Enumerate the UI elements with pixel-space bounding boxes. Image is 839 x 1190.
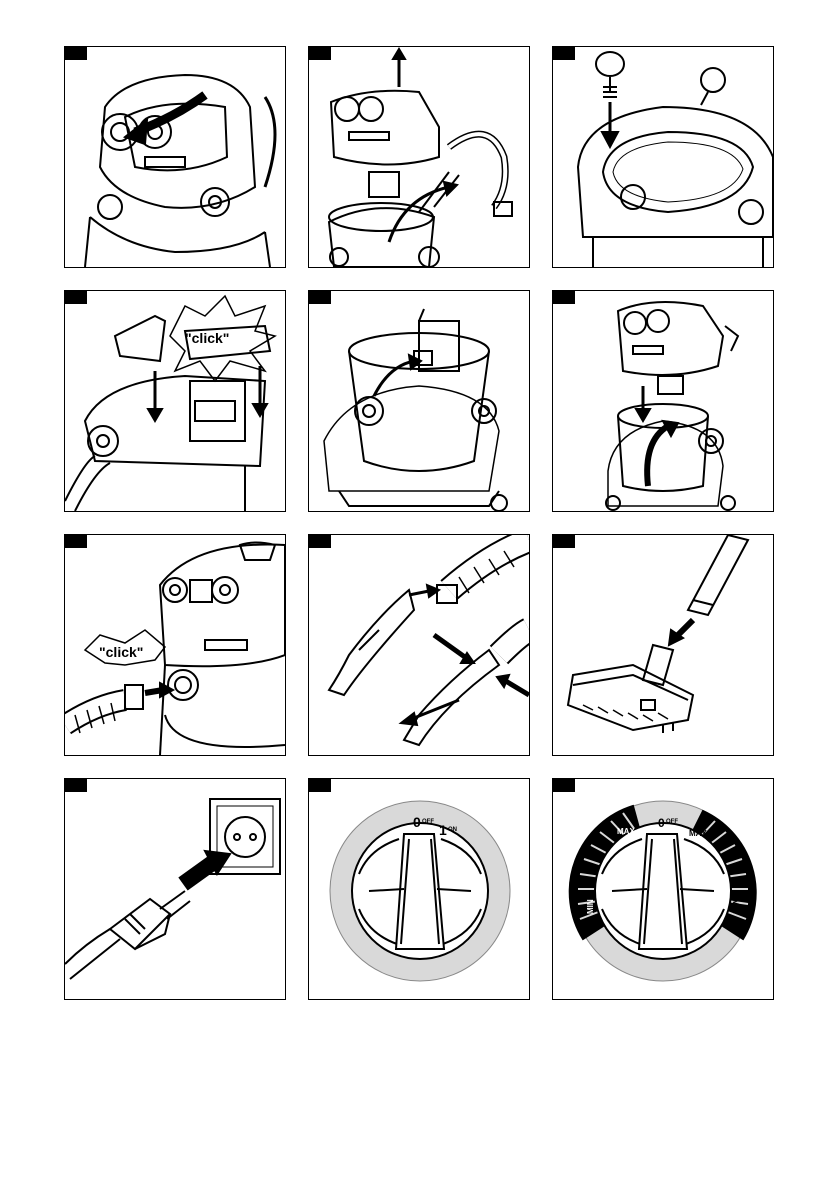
- on-word-label: ON: [448, 827, 457, 833]
- click-callout: "click": [185, 330, 229, 346]
- min-right-label: MIN: [731, 899, 740, 914]
- min-left-label: MIN: [586, 899, 595, 914]
- max-right-label: MAX: [689, 829, 707, 838]
- off-position-label: 0: [413, 814, 421, 830]
- click-callout: "click": [99, 644, 143, 660]
- floor-nozzle-icon: [553, 535, 773, 755]
- panel-attach-nozzle: [552, 534, 774, 756]
- head-mount-icon: [553, 291, 773, 511]
- panel-release-hose: [308, 534, 530, 756]
- panel-insert-filter: [308, 290, 530, 512]
- off-position-label: 0: [658, 816, 665, 830]
- panel-fit-castors: [552, 46, 774, 268]
- hose-release-icon: [309, 535, 529, 755]
- panel-plug-in: [64, 778, 286, 1000]
- panel-attach-accessory: "click": [64, 290, 286, 512]
- lift-head-icon: [309, 47, 529, 267]
- filter-insert-icon: [309, 291, 529, 511]
- panel-remove-head: [308, 46, 530, 268]
- panel-power-level: MAX 0 OFF MAX MIN MIN: [552, 778, 774, 1000]
- panel-switch-on: 0 OFF 1 ON: [308, 778, 530, 1000]
- panel-mount-head: [552, 290, 774, 512]
- castor-insert-icon: [553, 47, 773, 267]
- panel-open-lid: [64, 46, 286, 268]
- max-left-label: MAX: [617, 827, 635, 836]
- on-position-label: 1: [439, 822, 447, 838]
- hose-connect-icon: "click": [65, 535, 285, 755]
- accessory-clip-icon: "click": [65, 291, 285, 511]
- power-dial-icon: MAX 0 OFF MAX MIN MIN: [553, 779, 773, 999]
- switch-dial-icon: 0 OFF 1 ON: [309, 779, 529, 999]
- off-word-label: OFF: [422, 819, 434, 825]
- off-word-label: OFF: [666, 819, 678, 825]
- panel-connect-hose: "click": [64, 534, 286, 756]
- plug-socket-icon: [65, 779, 285, 999]
- lid-rotate-icon: [65, 47, 285, 267]
